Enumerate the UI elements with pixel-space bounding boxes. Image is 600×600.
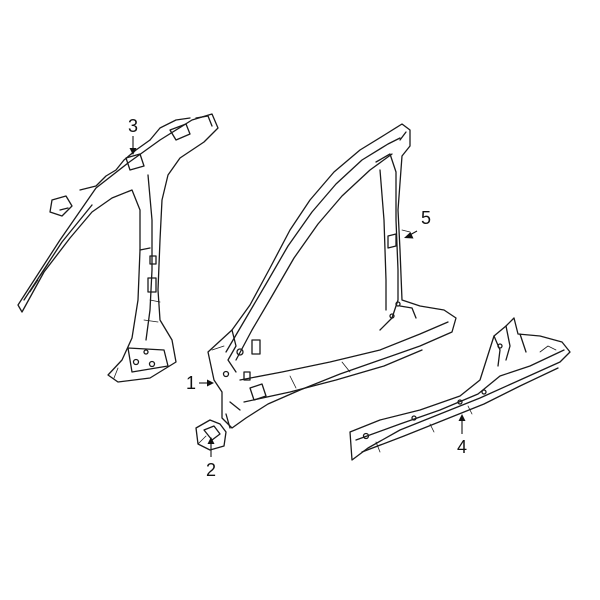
part-1-body-side-panel[interactable]	[207, 123, 457, 429]
callout-1[interactable]: 1	[186, 373, 214, 393]
callout-4-arrowhead	[458, 414, 466, 421]
callout-1-arrowhead	[207, 379, 214, 387]
callout-5-arrowhead	[404, 232, 414, 239]
callout-2[interactable]: 2	[206, 437, 216, 480]
callout-2-arrowhead	[207, 437, 215, 444]
callout-3-arrowhead	[129, 148, 137, 155]
part-2-bracket[interactable]	[195, 419, 227, 451]
callout-4-number: 4	[457, 437, 467, 457]
part-3-pillar-reinforcement[interactable]	[17, 113, 219, 383]
callout-1-number: 1	[186, 373, 196, 393]
callout-5-number: 5	[421, 208, 431, 228]
callout-5[interactable]: 5	[404, 208, 431, 239]
callout-4[interactable]: 4	[457, 414, 467, 457]
callout-3-number: 3	[128, 116, 138, 136]
callout-2-number: 2	[206, 460, 216, 480]
part-4-rocker-panel[interactable]	[349, 317, 571, 461]
callout-3[interactable]: 3	[128, 116, 138, 155]
